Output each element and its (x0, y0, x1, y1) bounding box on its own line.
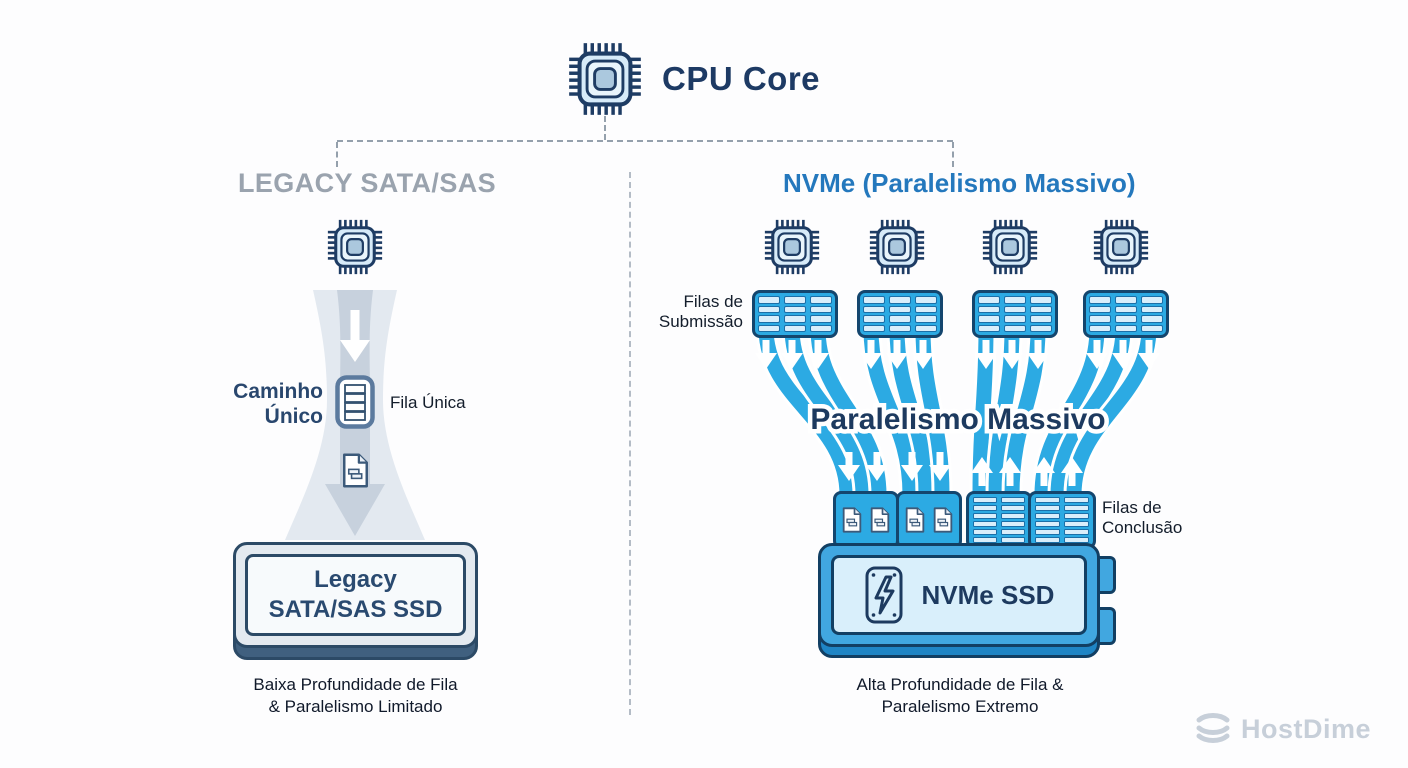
nvme-heading: NVMe (Paralelismo Massivo) (783, 168, 1136, 198)
hostdime-logo-text: HostDime (1241, 713, 1372, 744)
submission-queue-block (857, 290, 943, 338)
ssd-connector-tab (1097, 607, 1116, 645)
nvme-caption: Alta Profundidade de Fila & Paralelismo … (856, 675, 1064, 716)
completion-queues-label: Filas de Conclusão (1102, 498, 1183, 537)
nvme-ssd-face: NVMe SSD (818, 543, 1100, 647)
single-path-label: Caminho Único (233, 380, 323, 428)
submission-queue-block (752, 290, 838, 338)
connector-right-stub (952, 142, 954, 167)
submission-down-arrows (755, 340, 1160, 369)
single-queue-icon (335, 375, 375, 429)
completion-doc-block (896, 491, 962, 549)
completion-queue-block (966, 491, 1032, 549)
legacy-cpu-chip-icon (327, 219, 383, 275)
lightning-icon (865, 566, 903, 624)
parallel-flow-ribbons: Paralelismo Massivo (755, 327, 1160, 496)
document-icon (342, 452, 369, 489)
nvme-ssd-box: NVMe SSD (818, 543, 1100, 658)
submission-queues-label: Filas de Submissão (658, 292, 743, 331)
legacy-caption: Baixa Profundidade de Fila & Paralelismo… (253, 675, 458, 716)
cpu-core-title: CPU Core (662, 60, 821, 97)
legacy-ssd-face: Legacy SATA/SAS SSD (233, 542, 478, 648)
nvme-ssd-label: NVMe SSD (921, 579, 1055, 610)
hostdime-layers-icon (1196, 713, 1230, 743)
legacy-ssd-label: Legacy SATA/SAS SSD (245, 554, 466, 636)
completion-doc-block (833, 491, 899, 549)
funnel-down-arrow (340, 310, 370, 362)
ssd-connector-tab (1097, 556, 1116, 594)
submission-queue-block (972, 290, 1058, 338)
single-queue-label: Fila Única (390, 393, 466, 412)
legacy-ssd-box: Legacy SATA/SAS SSD (233, 542, 478, 660)
legacy-heading: LEGACY SATA/SAS (238, 168, 497, 198)
flow-label: Paralelismo Massivo (810, 403, 1105, 436)
completion-arrows (838, 452, 1083, 486)
document-icon (842, 506, 862, 534)
cpu-chip-icon (568, 42, 642, 116)
hostdime-logo: HostDime (1193, 712, 1371, 746)
document-icon (870, 506, 890, 534)
completion-queue-block (1028, 491, 1096, 549)
document-icon (933, 506, 953, 534)
submission-queue-block (1083, 290, 1169, 338)
center-divider (629, 172, 631, 715)
connector-horizontal (337, 140, 953, 142)
connector-left-stub (336, 142, 338, 167)
connector-cpu-stub (604, 116, 606, 140)
document-icon (905, 506, 925, 534)
